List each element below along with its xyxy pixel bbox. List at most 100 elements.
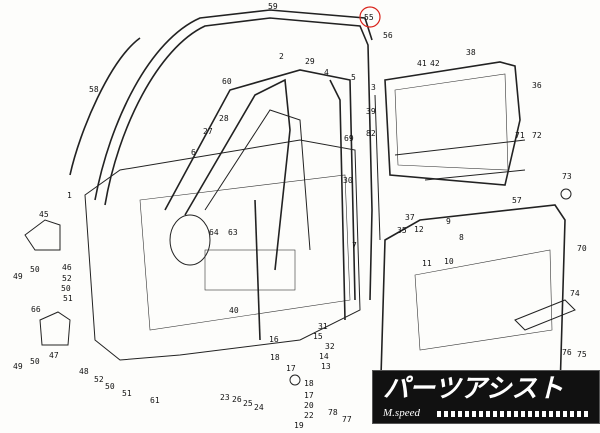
- part-label: 45: [39, 210, 49, 219]
- part-label: 47: [49, 351, 59, 360]
- part-label: 41: [417, 59, 427, 68]
- hinge-45: [24, 219, 61, 251]
- logo-subtitle: M.speed: [383, 407, 420, 419]
- part-label: 22: [304, 411, 314, 420]
- part-label: 51: [122, 389, 132, 398]
- part-label: 31: [318, 322, 328, 331]
- part-label: 27: [203, 127, 213, 136]
- part-label: 49: [13, 272, 23, 281]
- part-label: 40: [229, 306, 239, 315]
- part-label: 70: [577, 244, 587, 253]
- part-label: 60: [222, 77, 232, 86]
- weatherstrip-59: [94, 9, 373, 201]
- panel-cutout: [204, 249, 296, 291]
- part-label: 29: [305, 57, 315, 66]
- part-label: 5: [351, 73, 356, 82]
- part-label: 50: [61, 284, 71, 293]
- part-label: 2: [279, 52, 284, 61]
- part-label: 4: [324, 68, 329, 77]
- highlight-circle: [359, 6, 381, 28]
- regulator-hole: [169, 214, 211, 266]
- part-label: 1: [67, 191, 72, 200]
- part-label: 73: [562, 172, 572, 181]
- part-label: 64: [209, 228, 219, 237]
- channel-5: [329, 79, 346, 321]
- part-label: 76: [562, 348, 572, 357]
- part-label: 49: [13, 362, 23, 371]
- part-label: 38: [466, 48, 476, 57]
- part-label: 30: [343, 176, 353, 185]
- part-label: 28: [219, 114, 229, 123]
- part-label: 9: [446, 217, 451, 226]
- inner-panel: [139, 174, 351, 331]
- part-label: 69: [344, 134, 354, 143]
- part-label: 75: [577, 350, 587, 359]
- door-shell: [84, 139, 361, 361]
- glass-frame: [204, 109, 311, 251]
- spring-18: [289, 374, 301, 386]
- part-73: [560, 188, 572, 200]
- checker-stripe: [437, 411, 589, 417]
- vent-frame-2: [184, 78, 291, 271]
- trim-pocket: [414, 249, 553, 351]
- part-label: 39: [366, 107, 376, 116]
- part-label: 18: [304, 379, 314, 388]
- part-label: 72: [532, 131, 542, 140]
- part-label: 50: [30, 357, 40, 366]
- part-label: 23: [220, 393, 230, 402]
- part-label: 57: [512, 196, 522, 205]
- part-label: 51: [63, 294, 73, 303]
- part-label: 15: [313, 332, 323, 341]
- part-label: 32: [325, 342, 335, 351]
- run-39: [374, 94, 381, 241]
- part-label: 48: [79, 367, 89, 376]
- part-label: 77: [342, 415, 352, 424]
- part-label: 50: [105, 382, 115, 391]
- part-label: 11: [422, 259, 432, 268]
- watermark-logo: パーツアシスト M.speed: [372, 370, 600, 424]
- part-label: 58: [89, 85, 99, 94]
- part-label: 25: [243, 399, 253, 408]
- part-label: 26: [232, 395, 242, 404]
- part-label: 3: [371, 83, 376, 92]
- part-label: 18: [270, 353, 280, 362]
- part-label: 7: [352, 241, 357, 250]
- part-label: 52: [94, 375, 104, 384]
- part-label: 14: [319, 352, 329, 361]
- part-label: 6: [191, 148, 196, 157]
- division-bar: [254, 199, 261, 341]
- part-label: 78: [328, 408, 338, 417]
- part-label: 17: [286, 364, 296, 373]
- part-label: 74: [570, 289, 580, 298]
- part-label: 50: [30, 265, 40, 274]
- part-label: 10: [444, 257, 454, 266]
- part-label: 19: [294, 421, 304, 430]
- part-label: 24: [254, 403, 264, 412]
- part-label: 66: [31, 305, 41, 314]
- part-label: 35: [397, 226, 407, 235]
- part-label: 17: [304, 391, 314, 400]
- part-label: 71: [515, 131, 525, 140]
- glass-channel-71: [394, 139, 526, 156]
- part-label: 59: [268, 2, 278, 11]
- part-label: 12: [414, 225, 424, 234]
- part-label: 61: [150, 396, 160, 405]
- part-label: 13: [321, 362, 331, 371]
- glass-run-41: [424, 169, 526, 181]
- armrest-74: [514, 299, 576, 331]
- part-label: 36: [532, 81, 542, 90]
- part-label: 52: [62, 274, 72, 283]
- weatherstrip-56: [104, 17, 373, 301]
- part-label: 55: [364, 13, 374, 22]
- part-label: 8: [459, 233, 464, 242]
- part-label: 20: [304, 401, 314, 410]
- door-glass-36: [384, 61, 521, 186]
- part-label: 63: [228, 228, 238, 237]
- molding-58: [69, 37, 141, 176]
- window-channel: [164, 69, 356, 301]
- part-label: 37: [405, 213, 415, 222]
- logo-title: パーツアシスト: [383, 374, 564, 404]
- part-label: 46: [62, 263, 72, 272]
